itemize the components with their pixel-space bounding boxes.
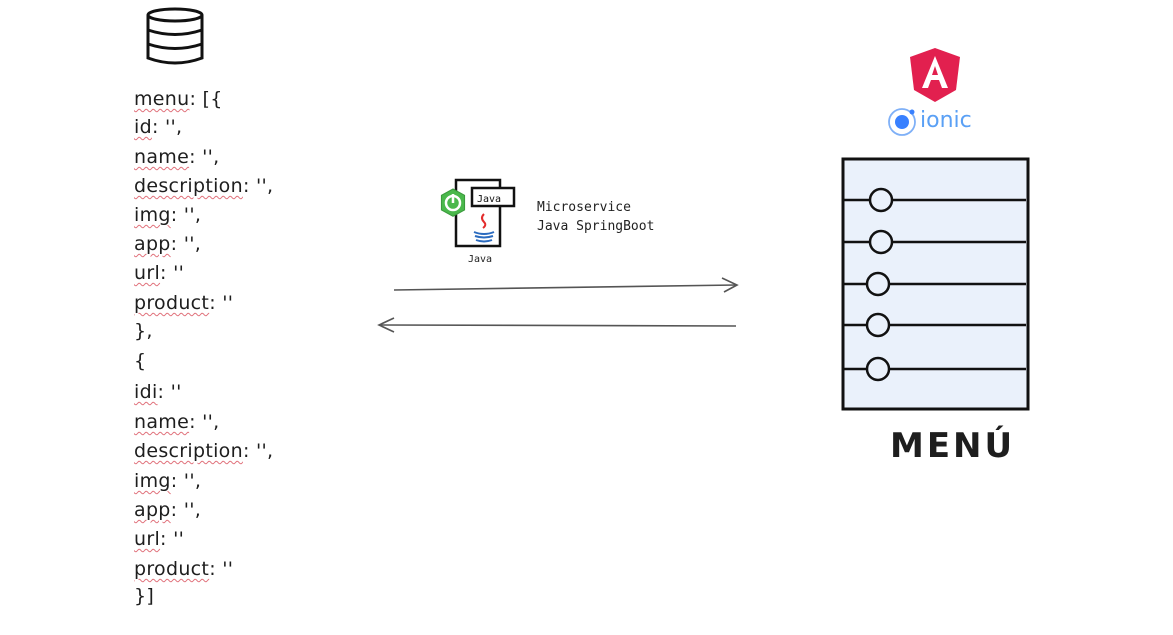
menu-list-item xyxy=(843,229,1026,255)
code-key: url xyxy=(134,528,161,550)
code-line: }] xyxy=(134,585,154,607)
code-key: img xyxy=(134,470,171,492)
code-line: description: '', xyxy=(134,440,273,462)
menu-list-icon xyxy=(841,157,1030,411)
code-line: description: '', xyxy=(134,175,273,197)
code-line: { xyxy=(134,350,146,372)
menu-list-item xyxy=(843,356,1026,382)
ionic-text: ionic xyxy=(920,108,972,133)
ionic-logo-icon xyxy=(888,108,916,136)
code-line: name: '', xyxy=(134,146,220,168)
code-key: app xyxy=(134,499,171,521)
code-key: id xyxy=(134,116,152,138)
code-value: }, xyxy=(134,320,153,342)
java-tag: Java xyxy=(477,194,501,205)
microservice-label-line2: Java SpringBoot xyxy=(537,219,655,234)
radio-circle-icon xyxy=(865,356,891,382)
java-caption: Java xyxy=(468,254,492,265)
code-value: : '', xyxy=(170,470,202,492)
code-value: : '' xyxy=(160,528,185,550)
code-key: product xyxy=(134,292,210,314)
code-value: : '', xyxy=(189,411,220,433)
code-value: : '' xyxy=(209,292,234,314)
radio-circle-icon xyxy=(868,229,894,255)
code-key: menu xyxy=(134,88,190,110)
code-key: img xyxy=(134,204,171,226)
code-line: menu: [{ xyxy=(134,88,223,110)
java-springboot-icon: Java Java xyxy=(440,178,516,265)
radio-circle-icon xyxy=(865,271,891,297)
microservice-label-line1: Microservice xyxy=(537,200,631,215)
code-value: : '', xyxy=(170,204,202,226)
code-key: description xyxy=(134,440,243,462)
code-key: idi xyxy=(134,381,158,403)
code-key: name xyxy=(134,411,190,433)
code-line: url: '' xyxy=(134,262,184,284)
left-arrow xyxy=(377,317,737,333)
angular-logo-icon xyxy=(910,48,960,102)
code-line: idi: '' xyxy=(134,381,182,403)
code-key: app xyxy=(134,233,171,255)
radio-circle-icon xyxy=(868,187,894,213)
database-icon xyxy=(146,7,204,65)
code-key: product xyxy=(134,558,210,580)
menu-list-item xyxy=(843,312,1026,338)
code-line: img: '', xyxy=(134,470,201,492)
code-line: }, xyxy=(134,320,153,342)
code-line: id: '', xyxy=(134,116,182,138)
code-line: name: '', xyxy=(134,411,220,433)
code-value: : '', xyxy=(189,146,220,168)
code-value: }] xyxy=(134,585,155,607)
code-value: : '', xyxy=(242,175,274,197)
code-value: : '', xyxy=(170,233,202,255)
code-key: description xyxy=(134,175,243,197)
menu-list-item xyxy=(843,187,1026,213)
code-line: app: '', xyxy=(134,499,201,521)
code-line: img: '', xyxy=(134,204,201,226)
code-value: : '', xyxy=(242,440,274,462)
arrows xyxy=(377,277,739,333)
code-line: url: '' xyxy=(134,528,184,550)
radio-circle-icon xyxy=(865,312,891,338)
code-value: { xyxy=(134,350,147,372)
code-value: : '' xyxy=(157,381,182,403)
code-key: url xyxy=(134,262,161,284)
code-value: : '', xyxy=(151,116,183,138)
code-value: : '' xyxy=(160,262,185,284)
code-value: : '', xyxy=(170,499,202,521)
code-value: : '' xyxy=(209,558,234,580)
code-line: app: '', xyxy=(134,233,201,255)
right-arrow xyxy=(393,277,739,293)
code-line: product: '' xyxy=(134,558,233,580)
menu-title: MENÚ xyxy=(890,426,1016,466)
code-value: : [{ xyxy=(189,88,223,110)
menu-list-item xyxy=(843,271,1026,297)
code-key: name xyxy=(134,146,190,168)
code-line: product: '' xyxy=(134,292,233,314)
